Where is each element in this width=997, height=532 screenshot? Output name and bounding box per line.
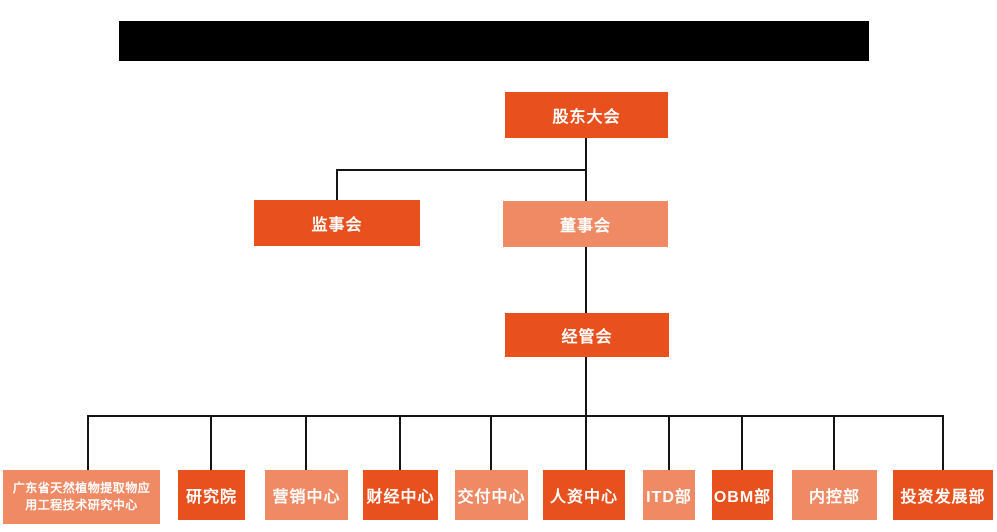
org-node-supervisory-board: 监事会 [254,200,420,246]
org-node-itd-dept: ITD部 [643,470,695,520]
connector-line [585,169,587,202]
org-node-research-academy: 研究院 [178,470,245,520]
org-node-hr-center: 人资中心 [543,470,625,520]
connector-line [399,415,401,470]
connector-line [741,415,743,470]
org-node-board-of-directors: 董事会 [503,201,668,247]
connector-line [585,138,587,170]
connector-line [942,415,944,470]
connector-line [585,247,587,313]
connector-line [87,415,944,417]
connector-line [490,415,492,470]
org-node-finance-center: 财经中心 [363,470,438,520]
org-node-investment-dev-dept: 投资发展部 [893,470,993,520]
org-node-delivery-center: 交付中心 [455,470,528,520]
connector-line [210,415,212,470]
connector-line [668,415,670,470]
org-node-marketing-center: 营销中心 [265,470,348,520]
connector-line [833,415,835,470]
org-node-shareholders-meeting: 股东大会 [505,92,668,138]
connector-line [336,169,338,201]
org-node-internal-control-dept: 内控部 [792,470,877,520]
org-node-gd-extract-research-center: 广东省天然植物提取物应 用工程技术研究中心 [3,470,160,524]
connector-line [87,415,89,470]
org-node-management-committee: 经管会 [505,313,669,357]
connector-line [585,357,587,417]
redacted-title-bar [119,21,869,61]
connector-line [585,415,587,470]
org-node-obm-dept: OBM部 [712,470,773,520]
connector-line [336,169,587,171]
connector-line [305,415,307,470]
